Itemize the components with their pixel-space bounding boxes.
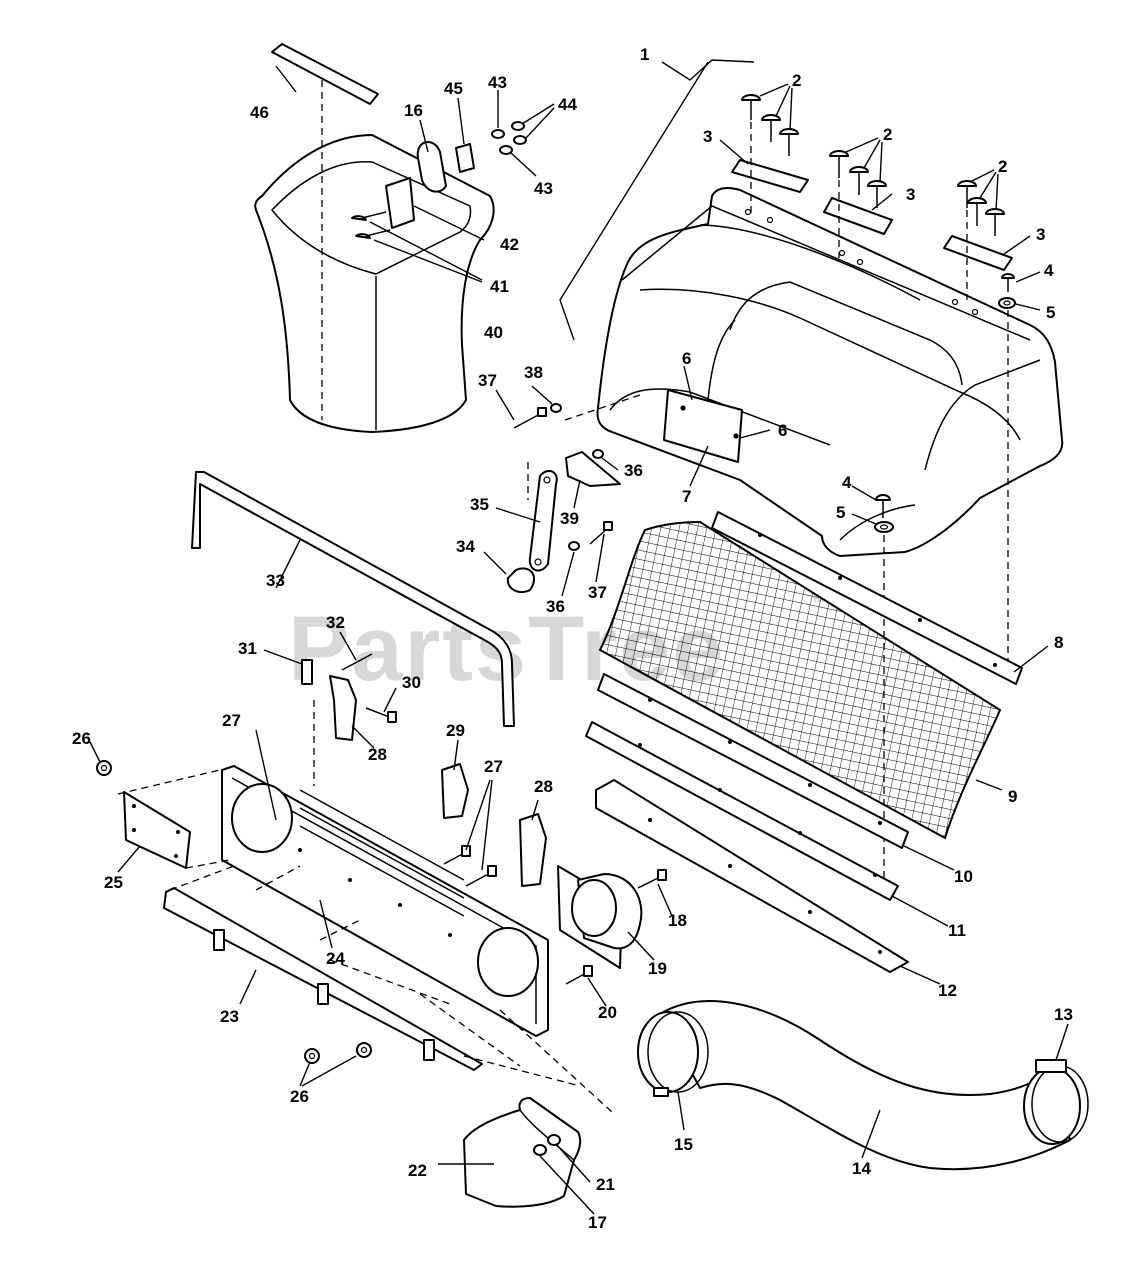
callout-8: 8: [1054, 633, 1063, 652]
part-8-top-strip[interactable]: [711, 511, 1023, 685]
callout-3: 3: [1036, 225, 1045, 244]
part-34-knob[interactable]: [506, 567, 535, 594]
callout-1: 1: [640, 45, 649, 64]
part-25-side-plate[interactable]: [123, 791, 191, 869]
callout-45: 45: [444, 79, 463, 98]
part-14-hose[interactable]: [659, 1000, 1071, 1171]
callout-labels: 1 2 2 2 3 3 3 4 4 5 5 6 6 7 8 9 10 11 12…: [72, 45, 1073, 1232]
callout-29: 29: [446, 721, 465, 740]
part-43-44-nuts-washers[interactable]: [491, 121, 527, 155]
part-17-21-nut-washer[interactable]: [533, 1134, 561, 1156]
part-29-bracket[interactable]: [441, 763, 469, 819]
callout-2: 2: [998, 157, 1007, 176]
callout-39: 39: [560, 509, 579, 528]
callout-22: 22: [408, 1161, 427, 1180]
callout-14: 14: [852, 1159, 871, 1178]
part-35-adjuster-link[interactable]: [528, 469, 558, 572]
part-40-grass-bag[interactable]: [254, 134, 495, 433]
part-4-5-screw-washer[interactable]: [874, 273, 1016, 533]
callout-27: 27: [484, 757, 503, 776]
callout-21: 21: [596, 1175, 615, 1194]
callout-33: 33: [266, 571, 285, 590]
callout-26: 26: [72, 729, 91, 748]
leader-lines: [89, 59, 1069, 1215]
callout-9: 9: [1008, 787, 1017, 806]
callout-2: 2: [883, 125, 892, 144]
part-28-bracket-left[interactable]: [329, 675, 357, 741]
callout-6: 6: [682, 349, 691, 368]
strip-holes: [638, 533, 997, 954]
callout-19: 19: [648, 959, 667, 978]
callout-32: 32: [326, 613, 345, 632]
callout-41: 41: [490, 277, 509, 296]
callout-28: 28: [534, 777, 553, 796]
callout-20: 20: [598, 1003, 617, 1022]
callout-2: 2: [792, 71, 801, 90]
part-39-bracket[interactable]: [565, 451, 621, 487]
callout-7: 7: [682, 487, 691, 506]
callout-30: 30: [402, 673, 421, 692]
callout-37: 37: [478, 371, 497, 390]
part-2-carriage-bolts[interactable]: [741, 94, 1005, 236]
part-33-frame-rod[interactable]: [191, 471, 515, 727]
callout-43: 43: [534, 179, 553, 198]
callout-13: 13: [1054, 1005, 1073, 1024]
callout-15: 15: [674, 1135, 693, 1154]
callout-6: 6: [778, 421, 787, 440]
callout-18: 18: [668, 911, 687, 930]
callout-17: 17: [588, 1213, 607, 1232]
callout-40: 40: [484, 323, 503, 342]
part-26-nuts[interactable]: [96, 760, 372, 1064]
part-31-32-30-hardware[interactable]: [301, 653, 397, 723]
callout-31: 31: [238, 639, 257, 658]
callout-38: 38: [524, 363, 543, 382]
callout-25: 25: [104, 873, 123, 892]
callout-3: 3: [703, 127, 712, 146]
callout-26: 26: [290, 1087, 309, 1106]
part-28-bracket-right[interactable]: [519, 813, 547, 887]
callout-42: 42: [500, 235, 519, 254]
callout-23: 23: [220, 1007, 239, 1026]
callout-35: 35: [470, 495, 489, 514]
callout-43: 43: [488, 73, 507, 92]
callout-16: 16: [404, 101, 423, 120]
part-24-rear-panel[interactable]: [221, 765, 549, 1037]
callout-5: 5: [836, 503, 845, 522]
part-1-hopper-cover[interactable]: [596, 187, 1064, 557]
part-10-strip[interactable]: [597, 673, 909, 849]
callout-34: 34: [456, 537, 475, 556]
part-46-frame-bar[interactable]: [271, 43, 379, 105]
callout-36: 36: [624, 461, 643, 480]
callout-10: 10: [954, 867, 973, 886]
callout-5: 5: [1046, 303, 1055, 322]
callout-4: 4: [1044, 261, 1054, 280]
part-11-strip[interactable]: [585, 721, 899, 901]
part-36-37-38-hardware[interactable]: [513, 403, 613, 551]
callout-37: 37: [588, 583, 607, 602]
callout-46: 46: [250, 103, 269, 122]
part-42-bracket[interactable]: [385, 177, 415, 229]
part-45-latch[interactable]: [455, 143, 475, 173]
part-3-mounting-strips[interactable]: [731, 159, 1013, 271]
part-13-clamp[interactable]: [1023, 1059, 1089, 1145]
callout-4: 4: [842, 473, 852, 492]
part-18-20-bolts[interactable]: [565, 869, 667, 985]
part-15-clamp[interactable]: [637, 1011, 709, 1097]
part-12-angle-strip[interactable]: [595, 779, 909, 973]
callout-44: 44: [558, 95, 577, 114]
part-9-screen-mesh[interactable]: [598, 520, 1002, 840]
callout-12: 12: [938, 981, 957, 1000]
part-19-adapter[interactable]: [557, 865, 643, 969]
callout-36: 36: [546, 597, 565, 616]
callout-11: 11: [948, 921, 966, 940]
callout-24: 24: [326, 949, 345, 968]
part-16-hook[interactable]: [416, 141, 447, 193]
part-22-chute-cover[interactable]: [463, 1097, 582, 1208]
callout-3: 3: [906, 185, 915, 204]
callout-28: 28: [368, 745, 387, 764]
part-6-rivets: [680, 405, 739, 439]
callout-27: 27: [222, 711, 241, 730]
